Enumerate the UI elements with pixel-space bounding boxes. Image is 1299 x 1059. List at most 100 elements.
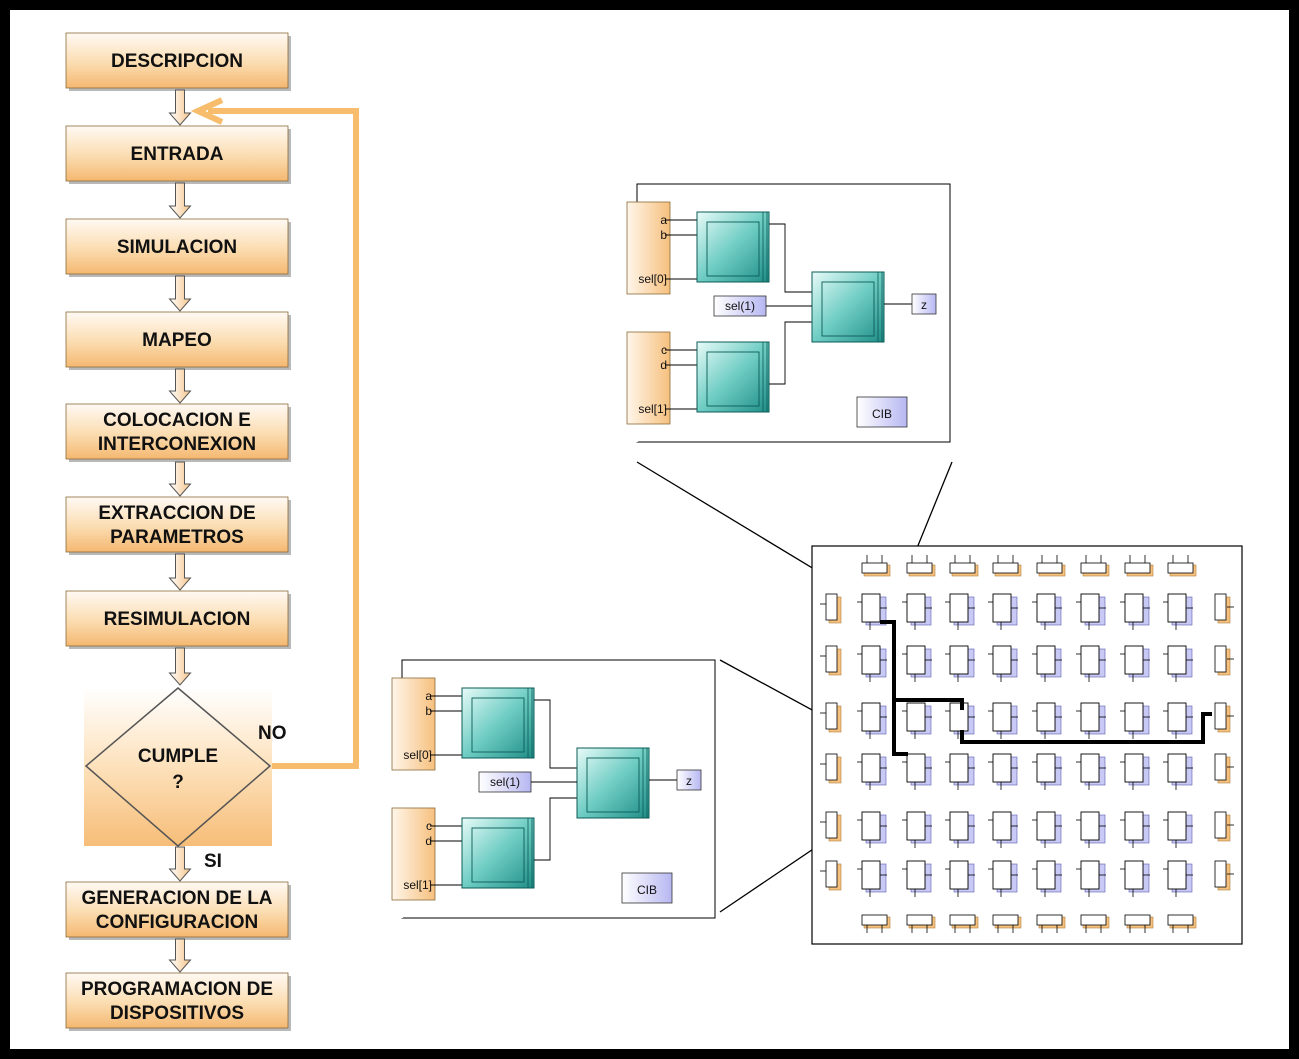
flow-step-0: DESCRIPCION — [65, 32, 291, 91]
routing-path-3 — [960, 712, 1212, 744]
logic-cell — [988, 753, 1018, 790]
loop-back-arrow — [190, 97, 359, 769]
step-label-line: INTERCONEXION — [98, 434, 256, 455]
io-pad — [1124, 555, 1154, 577]
cib-top-input-label: sel[0] — [638, 272, 667, 286]
logic-cell — [902, 753, 932, 790]
cib-bottom-input-label: sel[0] — [403, 748, 432, 762]
logic-cell — [857, 811, 887, 848]
decision-label-line1: CUMPLE — [138, 746, 218, 767]
cib-bottom-output-box — [676, 769, 702, 791]
flow-arrow — [168, 938, 192, 973]
logic-cell — [988, 645, 1018, 682]
cib-top-output-box — [911, 293, 937, 315]
logic-cell — [857, 645, 887, 682]
cib-top-mux-0 — [696, 211, 770, 283]
logic-cell — [988, 593, 1018, 630]
cib-top-cib-box — [856, 396, 908, 428]
logic-cell — [1076, 702, 1106, 739]
io-pad — [820, 811, 842, 842]
logic-cell — [945, 811, 975, 848]
io-pad — [1214, 860, 1234, 891]
logic-cell — [1032, 702, 1062, 739]
cib-bottom-final-mux — [576, 747, 650, 819]
logic-cell — [1120, 860, 1150, 897]
flow-step-3: MAPEO — [65, 311, 291, 370]
step-label-line: PARAMETROS — [110, 527, 244, 548]
logic-cell — [945, 753, 975, 790]
cib-top-input-label: sel[1] — [638, 402, 667, 416]
flow-arrow — [168, 553, 192, 591]
step-label-line: DISPOSITIVOS — [110, 1003, 244, 1024]
io-pad — [1214, 702, 1234, 733]
cib-bottom-input-label: c — [426, 819, 432, 833]
step-label-line: GENERACION DE LA — [81, 888, 272, 909]
io-pad — [820, 702, 842, 733]
cib-top-input-pad-1 — [626, 331, 671, 425]
logic-cell — [988, 860, 1018, 897]
step-label-line: COLOCACION E — [103, 410, 251, 431]
flow-step-2: SIMULACION — [65, 218, 291, 277]
io-pad — [992, 914, 1022, 933]
io-pad — [1080, 914, 1110, 933]
flow-arrow — [168, 182, 192, 219]
flow-step-4: COLOCACION E INTERCONEXION — [65, 403, 291, 462]
io-pad — [820, 860, 842, 891]
cib-top-cib-label: CIB — [872, 407, 892, 421]
io-pad — [906, 914, 936, 933]
logic-cell — [988, 702, 1018, 739]
cib-top-input-label: d — [660, 358, 667, 372]
no-label: NO — [258, 723, 287, 744]
cib-bottom-input-label: a — [425, 689, 432, 703]
logic-cell — [1163, 702, 1193, 739]
cib-top-input-label: a — [660, 213, 667, 227]
logic-cell — [902, 702, 932, 739]
logic-cell — [1076, 753, 1106, 790]
flow-arrow — [168, 89, 192, 126]
logic-cell — [1120, 645, 1150, 682]
io-pad — [861, 914, 891, 933]
logic-cell — [1163, 860, 1193, 897]
io-pad — [820, 593, 842, 624]
cib-bottom-input-label: b — [425, 704, 432, 718]
io-pad — [1214, 811, 1234, 842]
cib-bottom-input-label: sel[1] — [403, 878, 432, 892]
logic-cell — [902, 645, 932, 682]
cib-bottom-cib-label: CIB — [637, 883, 657, 897]
flow-arrow — [168, 461, 192, 497]
step-label-line: PROGRAMACION DE — [81, 979, 273, 1000]
logic-cell — [945, 645, 975, 682]
logic-cell — [857, 860, 887, 897]
logic-cell — [1120, 702, 1150, 739]
cib-bottom-mux-0 — [461, 687, 535, 759]
io-pad — [1124, 914, 1154, 933]
cib-bottom-mux-1 — [461, 817, 535, 889]
logic-cell — [988, 811, 1018, 848]
io-pad — [861, 555, 891, 577]
cib-top-select-label: sel(1) — [725, 299, 755, 313]
flow-arrow — [168, 368, 192, 404]
logic-cell — [1163, 645, 1193, 682]
cib-bottom-input-pad-0 — [391, 677, 436, 771]
io-pad — [1167, 555, 1197, 577]
step-label: DESCRIPCION — [111, 51, 243, 72]
step-label: SIMULACION — [117, 237, 237, 258]
logic-cell — [1032, 811, 1062, 848]
cib-top-mux-1 — [696, 341, 770, 413]
logic-cell — [1120, 753, 1150, 790]
cib-bottom-select-label: sel(1) — [490, 775, 520, 789]
cib-top-input-label: b — [660, 228, 667, 242]
cib-bottom-input-pad-1 — [391, 807, 436, 901]
logic-cell — [1032, 593, 1062, 630]
fpga-array — [811, 545, 1243, 945]
cib-top-final-mux — [811, 271, 885, 343]
cib-bottom-cib-box — [621, 872, 673, 904]
io-pad — [1080, 555, 1110, 577]
logic-cell — [857, 593, 887, 630]
cib-bottom-input-label: d — [425, 834, 432, 848]
flow-step-1: ENTRADA — [65, 125, 291, 184]
decision-label-line2: ? — [172, 772, 184, 793]
